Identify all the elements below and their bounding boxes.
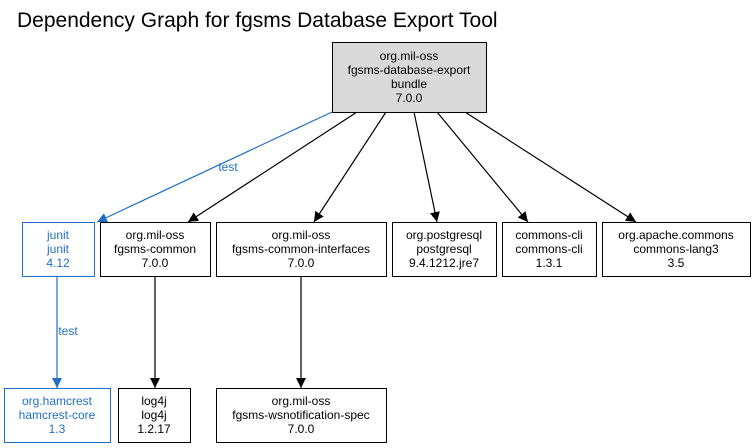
nodes-layer: org.mil-ossfgsms-database-exportbundle7.… bbox=[4, 42, 751, 443]
node-line: fgsms-wsnotification-spec bbox=[232, 408, 369, 422]
node-line: fgsms-common-interfaces bbox=[232, 242, 370, 256]
node-box bbox=[216, 222, 387, 277]
node-line: commons-cli bbox=[515, 228, 582, 242]
edge-label: test bbox=[58, 324, 78, 338]
edge-root-to-junit: test bbox=[96, 111, 333, 223]
node-fgsms-wsnotification-spec: org.mil-ossfgsms-wsnotification-spec7.0.… bbox=[216, 388, 387, 443]
node-line: org.mil-oss bbox=[272, 394, 331, 408]
edge-label: test bbox=[218, 160, 238, 174]
edge-root-to-commons-cli bbox=[436, 111, 529, 223]
node-line: 1.3 bbox=[49, 422, 66, 436]
node-line: 7.0.0 bbox=[288, 422, 315, 436]
node-line: fgsms-database-export bbox=[348, 63, 471, 77]
edge-junit-to-hamcrest-core: test bbox=[52, 276, 78, 388]
edge-line bbox=[96, 111, 333, 223]
node-line: commons-lang3 bbox=[633, 242, 719, 256]
node-line: org.mil-oss bbox=[126, 228, 185, 242]
edge-line bbox=[436, 111, 529, 223]
node-box bbox=[4, 388, 111, 443]
edge-root-to-postgresql bbox=[413, 111, 440, 223]
edge-line bbox=[187, 111, 358, 223]
node-box bbox=[332, 42, 487, 113]
node-line: junit bbox=[46, 242, 70, 256]
node-line: org.hamcrest bbox=[22, 394, 93, 408]
node-line: junit bbox=[46, 228, 70, 242]
edge-line bbox=[313, 111, 387, 223]
node-line: log4j bbox=[141, 394, 166, 408]
node-line: 1.3.1 bbox=[536, 256, 563, 270]
edge-line bbox=[464, 111, 637, 223]
node-line: bundle bbox=[391, 77, 427, 91]
node-line: 4.12 bbox=[46, 256, 70, 270]
node-line: org.postgresql bbox=[406, 228, 482, 242]
node-root: org.mil-ossfgsms-database-exportbundle7.… bbox=[332, 42, 487, 113]
node-line: commons-cli bbox=[515, 242, 582, 256]
node-box bbox=[100, 222, 211, 277]
node-line: hamcrest-core bbox=[19, 408, 96, 422]
node-line: 7.0.0 bbox=[396, 91, 423, 105]
node-line: 7.0.0 bbox=[288, 256, 315, 270]
node-box bbox=[22, 222, 95, 277]
node-line: org.mil-oss bbox=[380, 49, 439, 63]
node-line: org.mil-oss bbox=[272, 228, 331, 242]
node-line: 7.0.0 bbox=[142, 256, 169, 270]
node-line: 1.2.17 bbox=[137, 422, 171, 436]
node-line: fgsms-common bbox=[114, 242, 196, 256]
node-line: postgresql bbox=[416, 242, 471, 256]
edge-root-to-fgsms-common bbox=[187, 111, 358, 223]
node-line: org.apache.commons bbox=[618, 228, 733, 242]
node-box bbox=[216, 388, 387, 443]
edges-layer: test test bbox=[52, 111, 637, 388]
node-line: 3.5 bbox=[668, 256, 685, 270]
node-box bbox=[118, 388, 191, 443]
node-box bbox=[602, 222, 751, 277]
node-line: log4j bbox=[141, 408, 166, 422]
edge-root-to-commons-lang3 bbox=[464, 111, 637, 223]
node-box bbox=[392, 222, 497, 277]
diagram-title: Dependency Graph for fgsms Database Expo… bbox=[17, 9, 498, 32]
edge-line bbox=[413, 111, 440, 223]
node-box bbox=[502, 222, 597, 277]
edge-root-to-fgsms-common-interfaces bbox=[313, 111, 387, 223]
node-line: 9.4.1212.jre7 bbox=[409, 256, 479, 270]
